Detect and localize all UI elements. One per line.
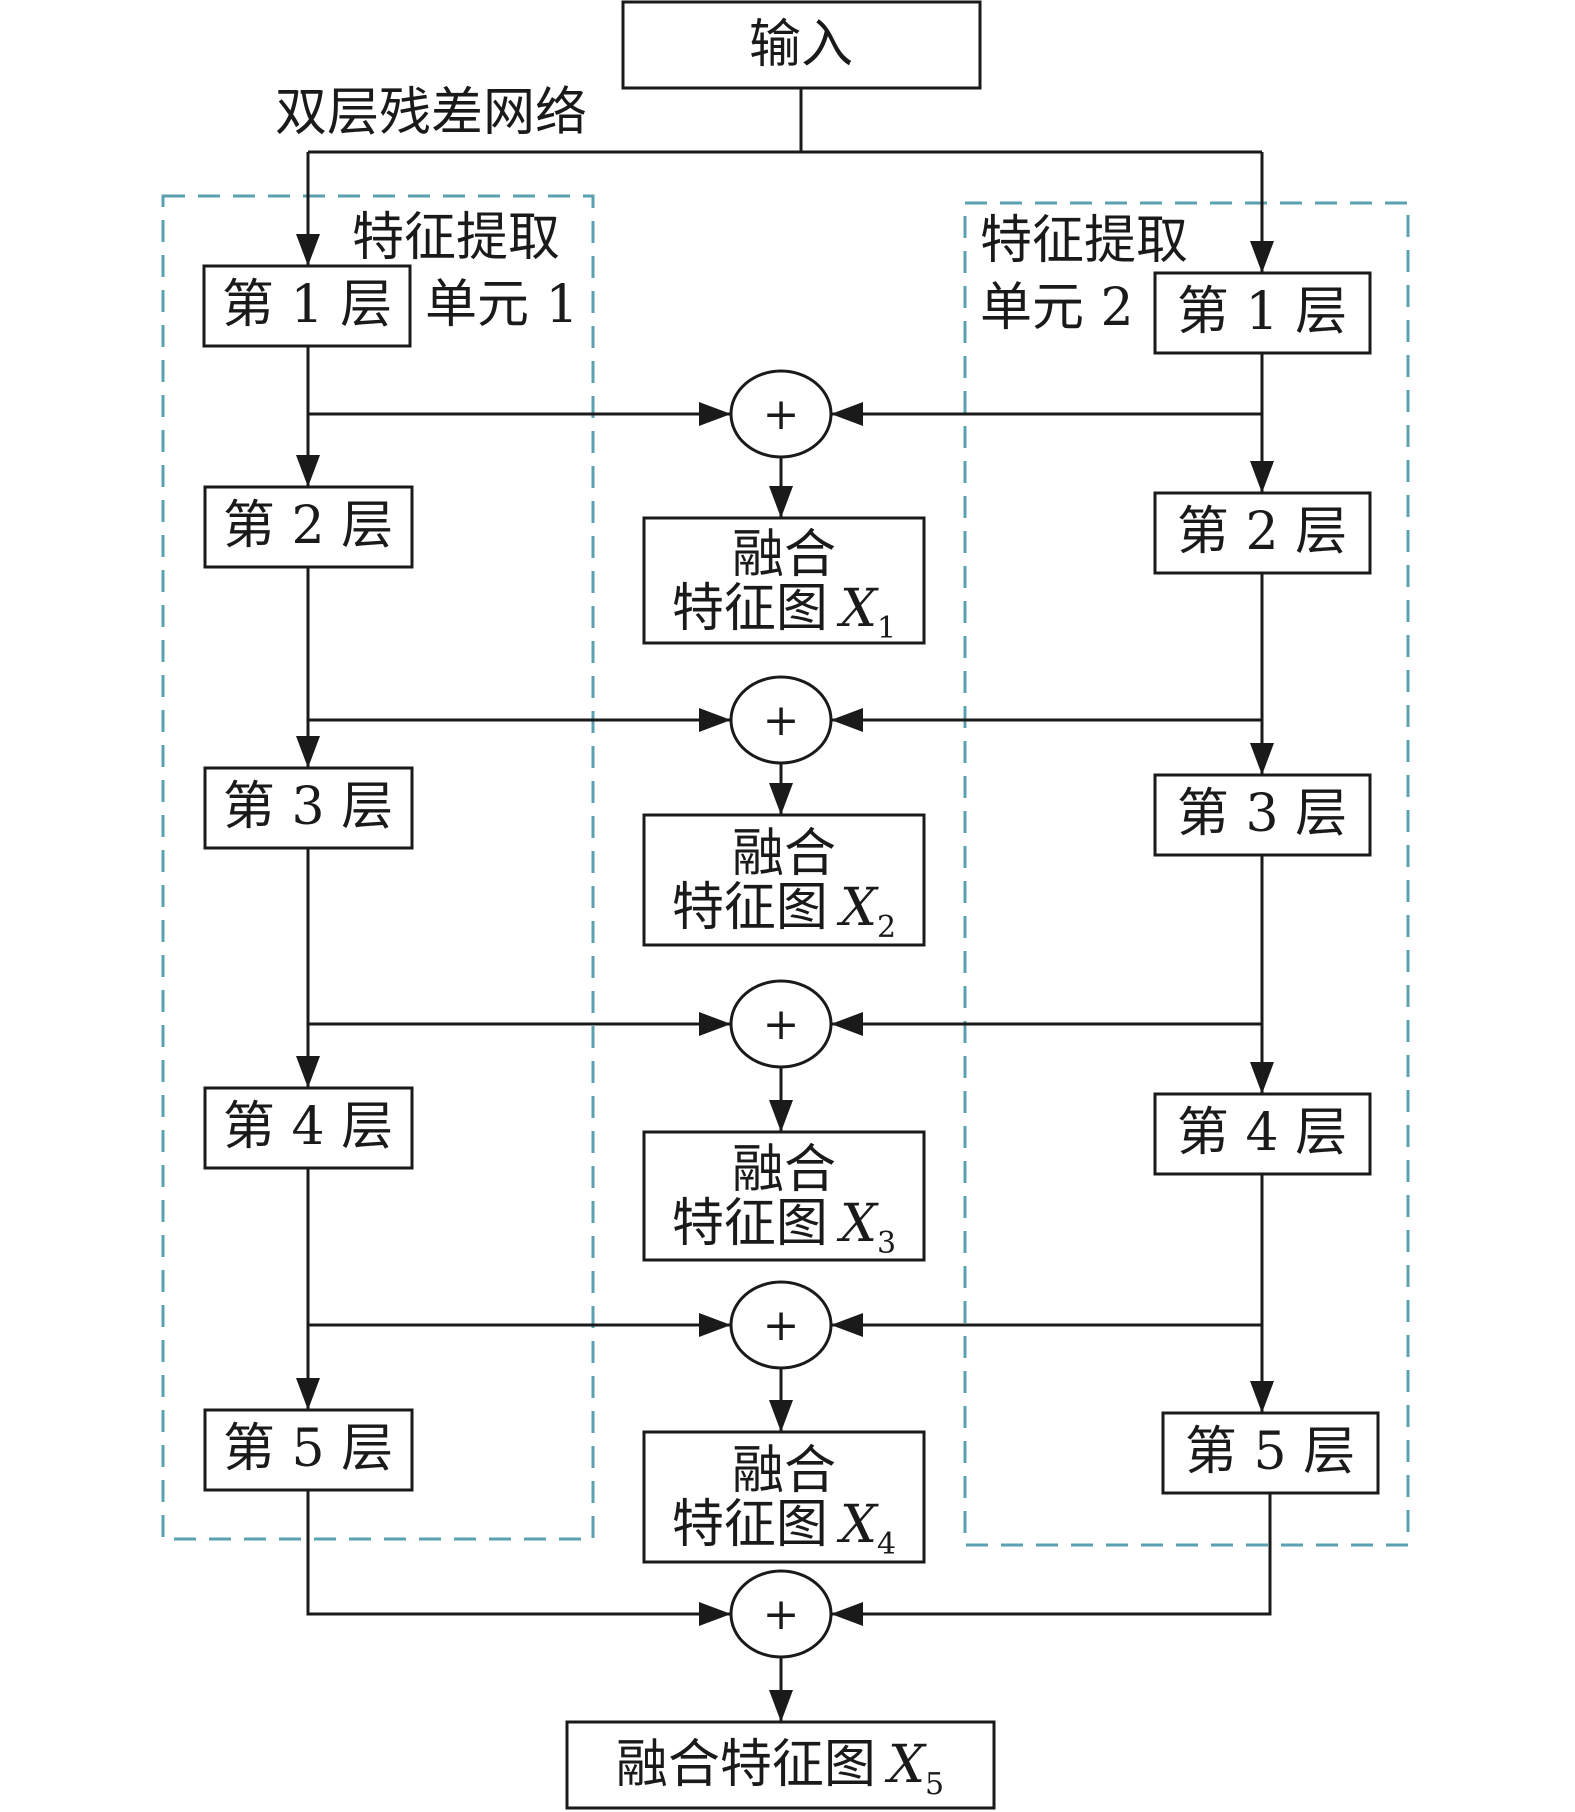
left-layer-2: 第 2 层 [203,485,414,569]
arrowhead-5 [699,402,731,426]
final-fusion-map-sub: 5 [925,1767,944,1802]
arrowhead-17 [769,1100,793,1132]
unit-2-label-line1: 特征提取 [980,211,1188,271]
arrowhead-14 [1250,1062,1274,1094]
left-layer-1-label: 第 1 层 [222,275,392,335]
arrowhead-6 [831,402,863,426]
left-layer-3-label: 第 3 层 [223,777,393,837]
adder-1-symbol: + [763,389,800,440]
left-layer-5-label: 第 5 层 [223,1419,393,1479]
right-layer-5: 第 5 层 [1161,1411,1380,1495]
fusion-map-2-var: X [836,878,879,938]
arrowheads [296,234,1274,1722]
unit-1-label-line1: 特征提取 [352,208,560,268]
adder-3: + [729,979,833,1069]
unit-2-label-line2: 单元 2 [980,278,1134,338]
unit-1-label-line2: 单元 1 [425,275,579,335]
left-layer-5: 第 5 层 [203,1408,414,1492]
arrowhead-1 [296,234,320,266]
adder-2: + [729,675,833,765]
adder-5-symbol: + [763,1589,800,1640]
adder-4-symbol: + [763,1300,800,1351]
fusion-map-4-text: 特征图 [672,1495,828,1555]
fusion-map-1-sub: 1 [877,611,896,646]
connector-26 [831,1493,1272,1616]
adder-5: + [729,1569,833,1659]
adder-1: + [729,369,833,459]
right-layer-4-label: 第 4 层 [1177,1103,1347,1163]
fusion-map-4-sub: 4 [877,1527,896,1562]
connection-lines [306,88,1272,1722]
fusion-map-2-line1: 融合 [732,824,836,884]
arrowhead-25 [769,1690,793,1722]
fusion-map-1-var: X [836,579,879,639]
input-node: 输入 [621,0,982,90]
arrowhead-18 [296,1378,320,1410]
arrowhead-23 [699,1602,731,1626]
left-layer-1: 第 1 层 [202,264,412,348]
arrowhead-8 [296,736,320,768]
right-layer-1-label: 第 1 层 [1177,282,1347,342]
right-layer-2: 第 2 层 [1153,491,1372,575]
arrowhead-2 [1250,241,1274,273]
left-layer-4: 第 4 层 [203,1086,414,1170]
left-layer-2-label: 第 2 层 [223,496,393,556]
arrowhead-3 [296,455,320,487]
fusion-map-2-text: 特征图 [672,878,828,938]
feature-unit-1-frame [161,194,595,1541]
left-layer-4-label: 第 4 层 [223,1097,393,1157]
arrowhead-20 [699,1313,731,1337]
fusion-map-3-text: 特征图 [672,1194,828,1254]
network-label: 双层残差网络 [275,83,587,143]
fusion-map-3-line1: 融合 [732,1140,836,1200]
final-fusion-map-text: 融合特征图 [616,1735,876,1795]
fusion-map-1-line1: 融合 [732,525,836,585]
fusion-map-4-var: X [836,1495,879,1555]
input-label: 输入 [749,15,853,75]
arrowhead-12 [769,783,793,815]
adder-2-symbol: + [763,695,800,746]
right-layer-5-label: 第 5 层 [1185,1422,1355,1482]
fusion-map-2-sub: 2 [877,910,896,945]
arrowhead-9 [1250,743,1274,775]
arrowhead-7 [769,486,793,518]
feature-unit-2-frame [963,201,1410,1547]
adder-3-symbol: + [763,999,800,1050]
right-layer-1: 第 1 层 [1153,271,1372,355]
arrowhead-10 [699,708,731,732]
adder-4: + [729,1280,833,1370]
connector-25 [306,1490,731,1616]
right-layer-3-label: 第 3 层 [1177,784,1347,844]
fusion-map-1-text: 特征图 [672,579,828,639]
arrowhead-21 [831,1313,863,1337]
fusion-map-3-var: X [836,1194,879,1254]
arrowhead-4 [1250,461,1274,493]
arrowhead-19 [1250,1381,1274,1413]
fusion-map-4-line1: 融合 [732,1441,836,1501]
arrowhead-22 [769,1400,793,1432]
arrowhead-24 [831,1602,863,1626]
fusion-map-3-sub: 3 [877,1226,896,1261]
arrowhead-15 [699,1012,731,1036]
right-layer-4: 第 4 层 [1153,1092,1372,1176]
left-layer-3: 第 3 层 [203,766,414,850]
arrowhead-13 [296,1056,320,1088]
arrowhead-11 [831,708,863,732]
final-fusion-map-var: X [884,1735,927,1795]
arrowhead-16 [831,1012,863,1036]
right-layer-3: 第 3 层 [1153,773,1372,857]
right-layer-2-label: 第 2 层 [1177,502,1347,562]
